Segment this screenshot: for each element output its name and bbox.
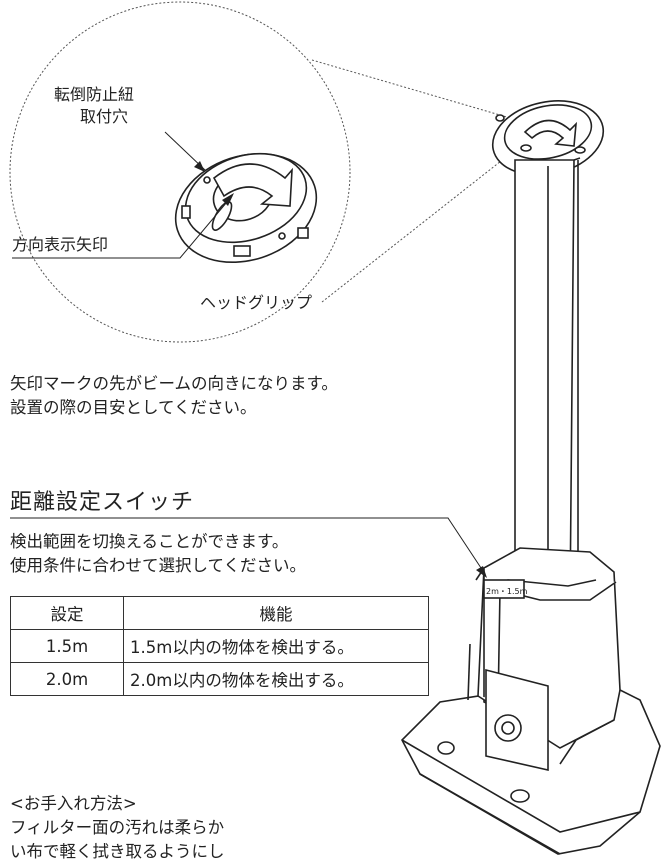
table-row: 2.0m 2.0m以内の物体を検出する。 [10,662,429,696]
direction-arrow-leader [12,195,233,259]
distance-switch-arrowhead [476,566,487,578]
table-row: 1.5m 1.5m以内の物体を検出する。 [10,629,429,663]
zoom-circle [9,1,351,343]
care-title: <お手入れ方法> [10,794,137,813]
table-header-row: 設定 機能 [10,596,429,630]
table-cell-function: 1.5m以内の物体を検出する。 [123,629,429,663]
tether-hole-label-line1: 転倒防止紐 [54,85,135,104]
pole [514,157,581,607]
care-line1: フィルター面の汚れは柔らか [10,818,225,837]
distance-switch-heading: 距離設定スイッチ [10,490,195,515]
direction-arrow-label: 方向表示矢印 [12,235,109,254]
base-housing: 2m・1.5m [401,547,661,855]
direction-arrow-arrowhead [222,193,234,206]
table-header-function: 機能 [123,596,429,630]
distance-switch-leader [10,517,486,575]
head-grip-zoom [174,152,318,264]
head-grip-label: ヘッドグリップ [200,293,313,312]
zoom-projection-line [321,149,516,303]
table-cell-setting: 2.0m [10,662,124,696]
care-line2: い布で軽く拭き取るようにし [10,842,225,861]
distance-setting-table: 設定 機能 1.5m 1.5m以内の物体を検出する。 2.0m 2.0m以内の物… [10,596,429,696]
tether-hole-arrowhead [194,161,205,172]
distance-switch-desc-line1: 検出範囲を切換えることができます。 [10,532,289,551]
table-cell-setting: 1.5m [10,629,124,663]
arrow-note-line1: 矢印マークの先がビームの向きになります。 [10,374,338,393]
distance-switch-desc-line2: 使用条件に合わせて選択してください。 [10,556,307,575]
table-header-setting: 設定 [10,596,124,630]
arrow-note-line2: 設置の際の目安としてください。 [10,398,257,417]
table-cell-function: 2.0m以内の物体を検出する。 [123,662,429,696]
zoom-projection-line [311,59,511,119]
switch-label: 2m・1.5m [486,587,528,596]
pole-head [491,100,605,176]
tether-hole-label-line2: 取付穴 [80,107,129,126]
